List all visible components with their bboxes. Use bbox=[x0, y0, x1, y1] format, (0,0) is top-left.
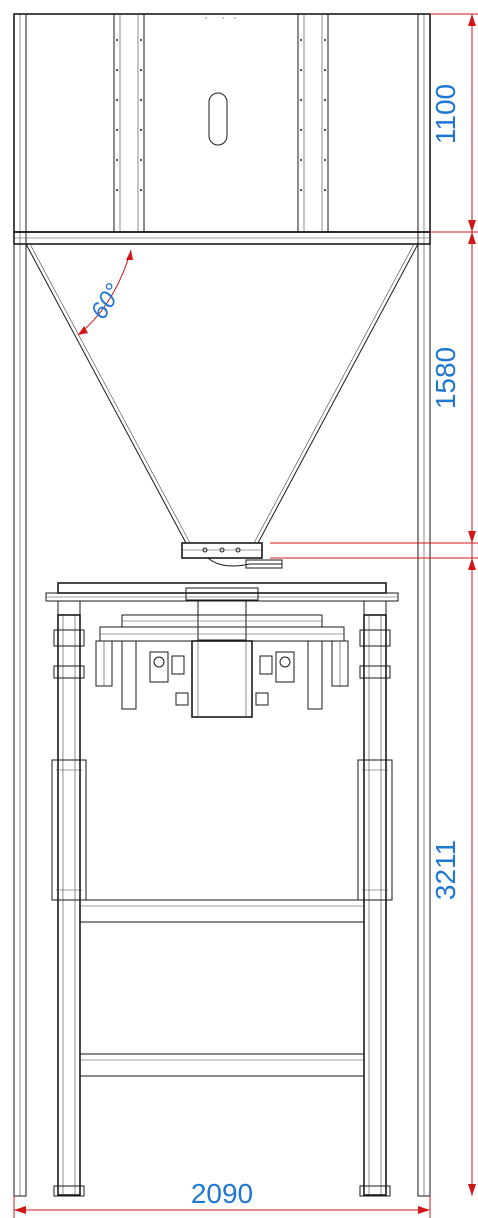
angle-indicator: 60° bbox=[77, 249, 133, 336]
dimension-frame-height: 3211 bbox=[430, 840, 461, 900]
cross-beams bbox=[53, 899, 391, 1197]
dimension-hopper-height: 1580 bbox=[430, 347, 461, 409]
vertical-dimension-lines bbox=[270, 13, 478, 1196]
hopper-cone bbox=[25, 243, 419, 544]
flange-band bbox=[13, 231, 431, 245]
dimension-overall-width: 2090 bbox=[191, 1178, 253, 1209]
bag-clamp-mechanism bbox=[95, 640, 349, 718]
inspection-slot bbox=[208, 92, 228, 146]
outer-legs bbox=[13, 13, 431, 1197]
horizontal-dimension-line bbox=[13, 1196, 431, 1218]
weighing-frame-top bbox=[45, 582, 399, 642]
inner-frame-columns bbox=[51, 614, 393, 1196]
storage-bin bbox=[13, 13, 431, 233]
dimension-bin-height: 1100 bbox=[430, 84, 461, 144]
angle-label: 60° bbox=[86, 279, 128, 324]
discharge-gate bbox=[181, 542, 283, 569]
